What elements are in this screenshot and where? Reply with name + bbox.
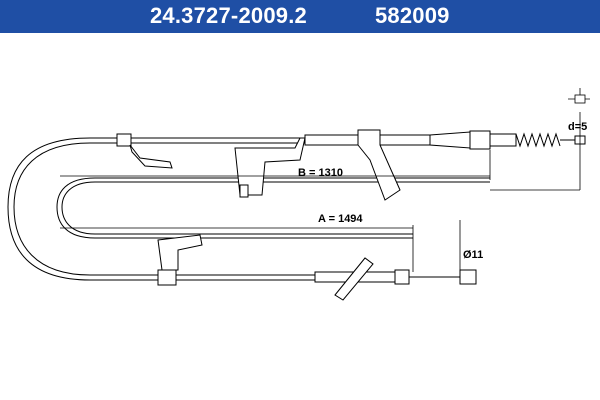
angle-bracket bbox=[357, 129, 401, 201]
inner-cable-bend bbox=[61, 181, 490, 235]
diameter-label: Ø11 bbox=[463, 249, 483, 261]
end-detail-box bbox=[574, 94, 586, 104]
mid-bracket-tab bbox=[239, 184, 249, 198]
upper-cable-end bbox=[116, 130, 586, 150]
title-bar: 24.3727-2009.2 582009 bbox=[0, 0, 600, 33]
small-bracket bbox=[129, 144, 173, 169]
inner-cable-bend-inner bbox=[56, 177, 490, 239]
lower-end-nipple bbox=[459, 269, 477, 285]
upper-grommet bbox=[116, 133, 132, 147]
dimension-b-label: B = 1310 bbox=[298, 167, 343, 179]
upper-ferrule bbox=[469, 130, 491, 150]
upper-boot bbox=[489, 133, 517, 147]
lower-ferrule bbox=[394, 269, 410, 285]
lower-lever-bracket bbox=[334, 257, 374, 301]
upper-clips bbox=[129, 129, 401, 201]
outer-cable-loop-inner bbox=[13, 142, 315, 276]
lower-grommet bbox=[157, 269, 177, 286]
upper-taper bbox=[429, 131, 471, 149]
reference-number: 582009 bbox=[375, 3, 450, 28]
cable-outline bbox=[7, 137, 490, 281]
upper-spring bbox=[515, 132, 561, 148]
outer-cable-loop bbox=[7, 137, 315, 281]
part-number: 24.3727-2009.2 bbox=[150, 3, 307, 28]
dimension-a-label: A = 1494 bbox=[318, 213, 363, 225]
dimension-lines bbox=[60, 88, 590, 272]
lower-cable-end bbox=[157, 234, 477, 301]
d-label: d=5 bbox=[568, 121, 587, 133]
lower-bracket bbox=[157, 234, 203, 271]
